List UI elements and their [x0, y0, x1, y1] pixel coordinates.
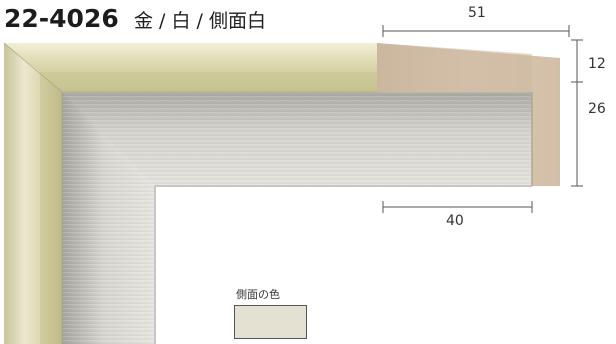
frame-opening	[155, 186, 616, 344]
dimension-width-inner-label: 40	[446, 213, 464, 229]
frame-gold-bevel-top	[40, 72, 377, 92]
dimension-line-width-inner	[382, 201, 533, 213]
dimension-width-top-label: 51	[468, 5, 486, 21]
dimension-line-height-top	[571, 39, 583, 83]
dimension-line-width-top	[382, 25, 570, 37]
color-description: 金 / 白 / 側面白	[134, 10, 266, 32]
dimension-height-top-label: 12	[588, 56, 606, 72]
frame-gold-bevel-left	[40, 72, 62, 344]
frame-side-edge	[377, 43, 532, 92]
product-code: 22-4026	[4, 4, 119, 33]
side-color-label: 側面の色	[236, 288, 280, 301]
dimension-line-height-total	[571, 82, 583, 187]
frame-miter-line	[3, 42, 63, 93]
dimension-height-total-label: 26	[588, 101, 606, 117]
side-color-swatch	[234, 305, 307, 339]
